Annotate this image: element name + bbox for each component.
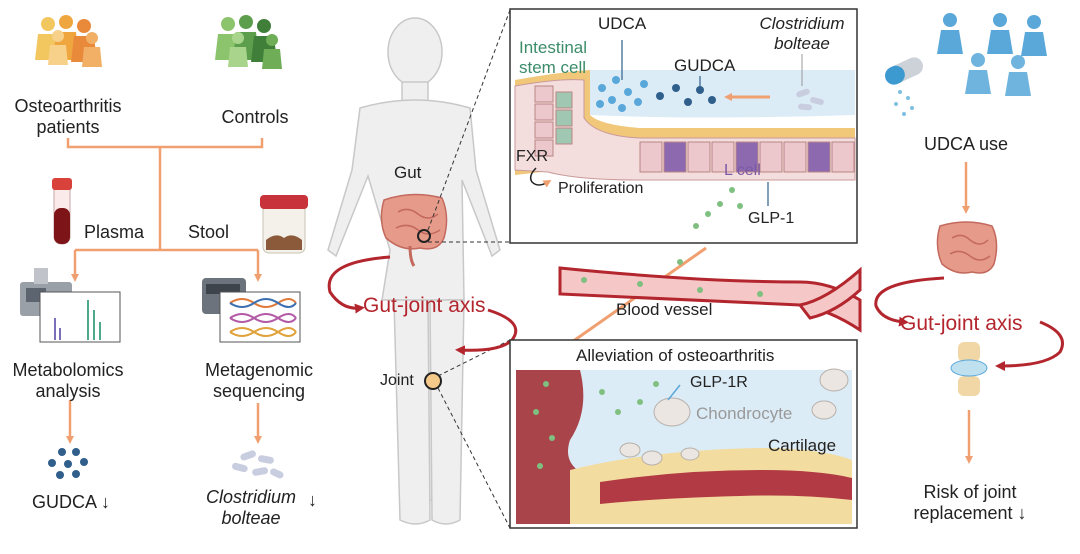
metabolomics-label: Metabolomics analysis bbox=[0, 360, 136, 402]
gudca-label: GUDCA bbox=[674, 56, 736, 75]
axis-arrow-top bbox=[327, 255, 391, 314]
fxr-label: FXR bbox=[516, 148, 548, 165]
clostridium-result-line2: bolteae bbox=[221, 508, 281, 528]
clostridium-down-arrow: ↓ bbox=[308, 490, 317, 510]
clostridium-result-label: Clostridium bolteae bbox=[196, 487, 306, 529]
gudca-result-label: GUDCA ↓ bbox=[32, 492, 111, 512]
controls-label: Controls bbox=[221, 107, 289, 127]
cartilage-panel bbox=[509, 339, 858, 529]
metabolomics-label-line2: analysis bbox=[35, 381, 101, 401]
clostridium-line1: Clostridium bbox=[759, 14, 845, 33]
risk-line1: Risk of joint bbox=[923, 482, 1017, 502]
gut-organ-right-icon bbox=[936, 221, 998, 274]
metabolomics-instrument-icon bbox=[20, 268, 121, 343]
gut-organ-icon bbox=[380, 193, 448, 267]
clostridium-result-line1: Clostridium bbox=[205, 487, 297, 507]
right-axis-arrow-bottom bbox=[995, 320, 1064, 371]
metagenomic-label: Metagenomic sequencing bbox=[186, 360, 332, 402]
blood-vessel-label: Blood vessel bbox=[616, 300, 713, 319]
glp1-label: GLP-1 bbox=[748, 210, 795, 227]
alleviation-title: Alleviation of osteoarthritis bbox=[576, 346, 775, 365]
controls-people-icon bbox=[215, 15, 282, 69]
glp1r-label: GLP-1R bbox=[690, 374, 748, 391]
gut-joint-axis-label: Gut-joint axis bbox=[363, 294, 486, 317]
patients-label-line1: Osteoarthritis bbox=[14, 96, 122, 116]
knee-joint-icon bbox=[424, 372, 442, 390]
udca-users-people-icon bbox=[937, 13, 1047, 96]
udca-label: UDCA bbox=[598, 14, 647, 33]
stool-jar-icon bbox=[260, 195, 308, 254]
metabolomics-label-line1: Metabolomics bbox=[12, 360, 124, 380]
bacteria-icon bbox=[232, 450, 284, 479]
gut-label: Gut bbox=[394, 163, 422, 182]
patients-label: Osteoarthritis patients bbox=[0, 96, 136, 138]
intestine-panel bbox=[509, 8, 858, 244]
proliferation-label: Proliferation bbox=[558, 180, 644, 197]
stool-label: Stool bbox=[188, 222, 230, 242]
metagenomic-label-line2: sequencing bbox=[212, 381, 306, 401]
udca-use-label: UDCA use bbox=[924, 134, 1009, 154]
clostridium-bolteae-label: Clostridium bolteae bbox=[754, 14, 850, 54]
gudca-molecule-icon bbox=[48, 448, 88, 479]
human-body-figure bbox=[327, 17, 501, 525]
joint-label: Joint bbox=[380, 372, 414, 389]
right-gut-joint-axis-label: Gut-joint axis bbox=[900, 312, 1023, 335]
blood-vessel-icon bbox=[558, 259, 862, 333]
chondrocyte-label: Chondrocyte bbox=[696, 404, 793, 423]
clostridium-line2: bolteae bbox=[774, 34, 830, 53]
zoom-lines bbox=[427, 9, 511, 529]
knee-joint-right-icon bbox=[950, 342, 988, 396]
plasma-tube-icon bbox=[52, 178, 72, 245]
sequencer-dna-icon bbox=[202, 278, 301, 343]
patients-people-icon bbox=[35, 15, 102, 67]
l-cell-label: L cell bbox=[724, 162, 761, 179]
glp1-flow-arrow bbox=[548, 246, 707, 359]
stem-cell-line1: Intestinal bbox=[519, 38, 588, 57]
group-merge-lines bbox=[66, 138, 264, 444]
cartilage-label: Cartilage bbox=[768, 436, 837, 455]
pill-capsule-icon bbox=[885, 57, 923, 116]
risk-of-joint-replacement-label: Risk of joint replacement ↓ bbox=[900, 482, 1040, 524]
stem-cell-line2: stem cell bbox=[519, 58, 587, 77]
plasma-label: Plasma bbox=[84, 222, 145, 242]
right-axis-arrow-top bbox=[874, 276, 945, 327]
metagenomic-label-line1: Metagenomic bbox=[204, 360, 314, 380]
patients-label-line2: patients bbox=[36, 117, 100, 137]
risk-line2: replacement ↓ bbox=[913, 503, 1027, 523]
intestinal-stem-cell-label: Intestinal stem cell bbox=[519, 38, 587, 78]
